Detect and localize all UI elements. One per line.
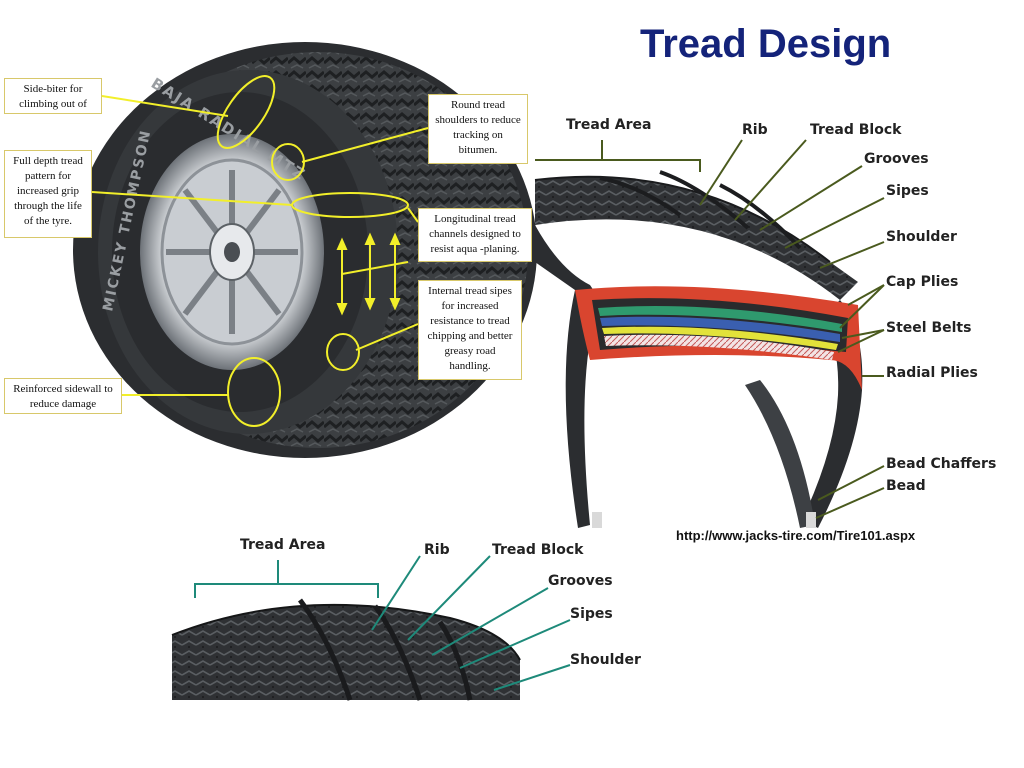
callout-ring-sipes [326, 333, 360, 371]
label-section-radial-plies: Radial Plies [886, 365, 978, 381]
callout-round-shoulders: Round tread shoulders to reduce tracking… [428, 94, 528, 164]
label-closeup-tread-block: Tread Block [492, 542, 584, 558]
label-closeup-shoulder: Shoulder [570, 652, 641, 668]
label-section-bead: Bead [886, 478, 926, 494]
label-section-steel-belts: Steel Belts [886, 320, 972, 336]
label-closeup-grooves: Grooves [548, 573, 613, 589]
label-section-cap-plies: Cap Plies [886, 274, 959, 290]
callout-ring-sidebiter [216, 75, 276, 149]
tread-closeup [171, 555, 571, 701]
label-section-tread-block: Tread Block [810, 122, 902, 138]
label-section-bead-chaffers: Bead Chaffers [886, 456, 997, 472]
label-section-tread-area: Tread Area [566, 117, 652, 133]
label-section-rib: Rib [742, 122, 768, 138]
label-section-grooves: Grooves [864, 151, 929, 167]
label-section-shoulder: Shoulder [886, 229, 957, 245]
layer-steel-belts [600, 316, 840, 342]
callout-ring-sidewall [227, 357, 281, 427]
label-closeup-tread-area: Tread Area [240, 537, 326, 553]
label-closeup-sipes: Sipes [570, 606, 613, 622]
callout-reinforced-sidewall: Reinforced sidewall to reduce damage [4, 378, 122, 414]
callout-full-depth-tread: Full depth tread pattern for increased g… [4, 150, 92, 238]
label-section-sipes: Sipes [886, 183, 929, 199]
callout-longitudinal-channels: Longitudinal tread channels designed to … [418, 208, 532, 262]
label-closeup-rib: Rib [424, 542, 450, 558]
source-url: http://www.jacks-tire.com/Tire101.aspx [676, 528, 916, 543]
callout-internal-sipes: Internal tread sipes for increased resis… [418, 280, 522, 380]
callout-side-biter: Side-biter for climbing out of [4, 78, 102, 114]
layer-cap-plies [598, 306, 842, 332]
tire-cross-section [534, 139, 885, 528]
page-title: Tread Design [640, 22, 892, 66]
